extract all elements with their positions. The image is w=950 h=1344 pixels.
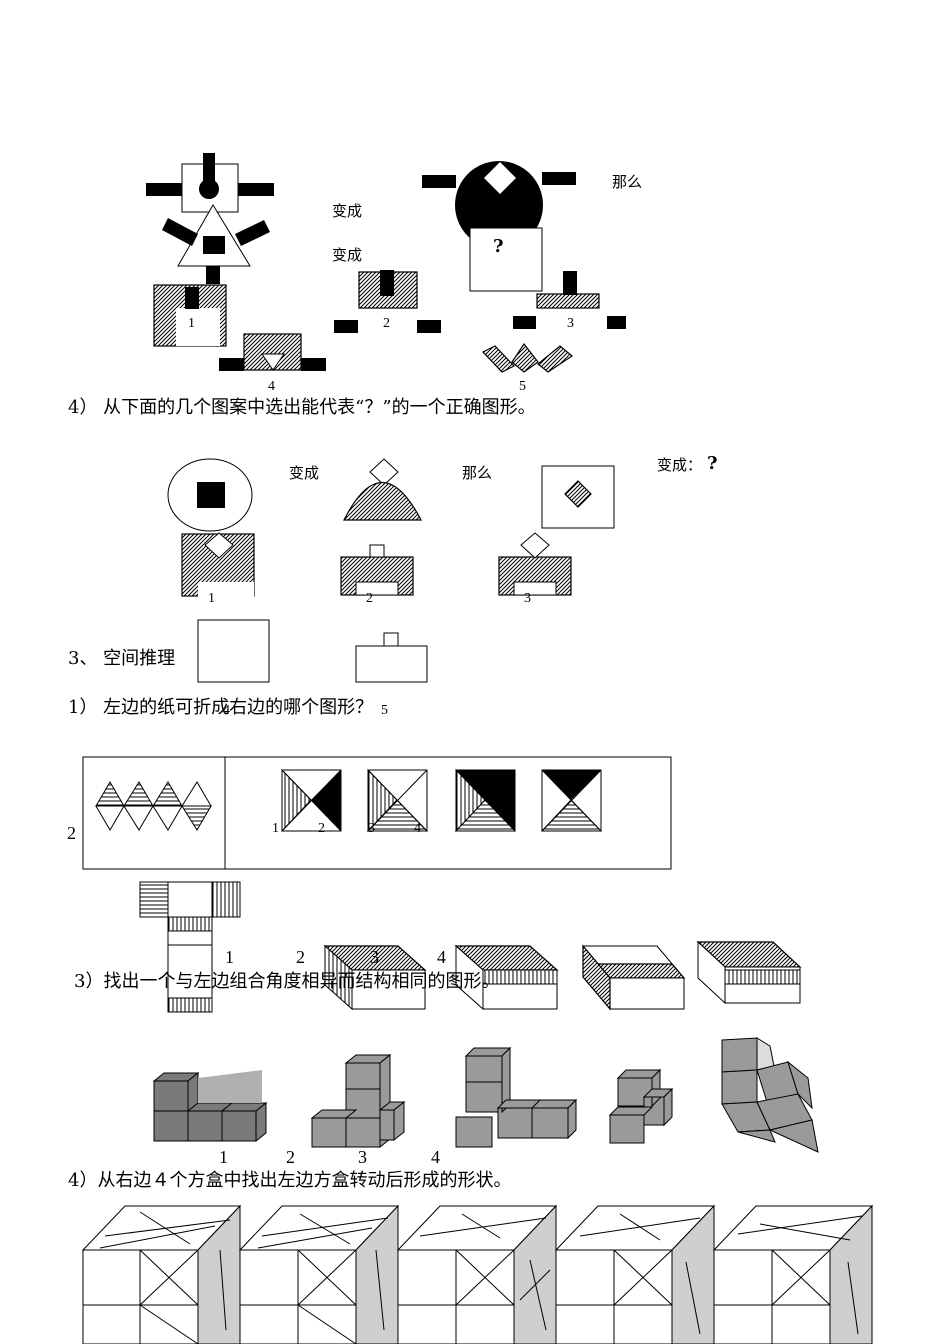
cube-option-1[interactable] (310, 1053, 406, 1149)
verb-becomes-1: 变成 (332, 202, 363, 220)
verb-becomes-b: 变成 (289, 464, 320, 482)
question-3-text: 3）找出一个与左边组合角度相异而结构相同的图形。 (74, 971, 500, 992)
section-3-heading: 3、 空间推理 (68, 648, 176, 669)
box-option-2[interactable] (454, 944, 559, 1011)
cube-num-4: 4 (431, 1147, 440, 1167)
box-option-4[interactable] (696, 940, 802, 1005)
cube-option-4[interactable] (721, 1037, 819, 1153)
fold-num-1: 1 (272, 821, 279, 836)
puzzle-b-option-1[interactable] (181, 532, 255, 600)
cube-reference (152, 1070, 268, 1143)
puzzle-a-option-4[interactable] (219, 333, 326, 371)
cube-num-1: 1 (219, 1147, 228, 1167)
puzzle-b-option-5[interactable] (355, 632, 428, 683)
puzzle-a-num-1: 1 (188, 316, 195, 331)
cube-option-2[interactable] (455, 1046, 578, 1148)
puzzle-b-figure-2 (343, 458, 422, 521)
puzzle-a-option-5[interactable] (482, 342, 574, 373)
puzzle-a-option-3[interactable] (513, 271, 626, 329)
box-num-4: 4 (437, 947, 446, 967)
box-num-1: 1 (225, 947, 234, 967)
puzzle-b-option-2[interactable] (340, 544, 414, 596)
fold-num-2: 2 (318, 821, 325, 836)
box-option-3[interactable] (581, 944, 686, 1011)
fold-num-3: 3 (368, 821, 375, 836)
box-num-3: 3 (370, 947, 379, 967)
puzzle-a-figure-1 (146, 153, 274, 284)
puzzle-a-num-4: 4 (268, 379, 275, 394)
puzzle-a-num-3: 3 (567, 316, 574, 331)
box-net (139, 881, 241, 1013)
puzzle-a-option-1[interactable] (153, 284, 227, 347)
folding-question-frame (82, 756, 672, 870)
puzzle-a-num-2: 2 (383, 316, 390, 331)
question-2-label: 2 (67, 823, 76, 843)
puzzle-b-figure-1 (167, 458, 253, 532)
puzzle-b-figure-3 (541, 465, 615, 529)
verb-then: 那么 (612, 173, 643, 191)
box-num-2: 2 (296, 947, 305, 967)
box-option-1[interactable] (323, 944, 427, 1011)
puzzle-b-num-4: 4 (223, 703, 230, 718)
folding-net (95, 781, 212, 831)
cube-num-3: 3 (358, 1147, 367, 1167)
question-4-text: 4） 从下面的几个图案中选出能代表“？”的一个正确图形。 (68, 397, 536, 418)
rotation-boxes (81, 1204, 874, 1344)
puzzle-b-option-4[interactable] (197, 619, 270, 683)
puzzle-b-num-3: 3 (524, 591, 531, 606)
puzzle-b-num-5: 5 (381, 703, 388, 718)
verb-then-b: 那么 (462, 464, 493, 482)
question-4b-text: 4）从右边４个方盒中找出左边方盒转动后形成的形状。 (68, 1170, 512, 1191)
folding-option-4[interactable] (540, 769, 603, 832)
folding-option-1[interactable] (281, 768, 342, 833)
puzzle-a-figure-2 (422, 161, 576, 292)
folding-option-3[interactable] (454, 768, 517, 833)
puzzle-b-num-2: 2 (366, 591, 373, 606)
question-1-text: 1） 左边的纸可折成右边的哪个图形？ (68, 697, 374, 718)
puzzle-a-option-2[interactable] (334, 270, 441, 333)
fold-num-4: 4 (414, 821, 421, 836)
verb-becomes-question: 变成： (657, 456, 703, 474)
cube-option-3[interactable] (608, 1068, 674, 1144)
question-mark-a: ? (493, 236, 504, 257)
question-mark-b: ? (707, 453, 718, 474)
verb-becomes-2: 变成 (332, 246, 363, 264)
folding-option-2[interactable] (366, 768, 429, 833)
puzzle-b-option-3[interactable] (498, 532, 572, 596)
puzzle-b-num-1: 1 (208, 591, 215, 606)
puzzle-a-num-5: 5 (519, 379, 526, 394)
cube-num-2: 2 (286, 1147, 295, 1167)
